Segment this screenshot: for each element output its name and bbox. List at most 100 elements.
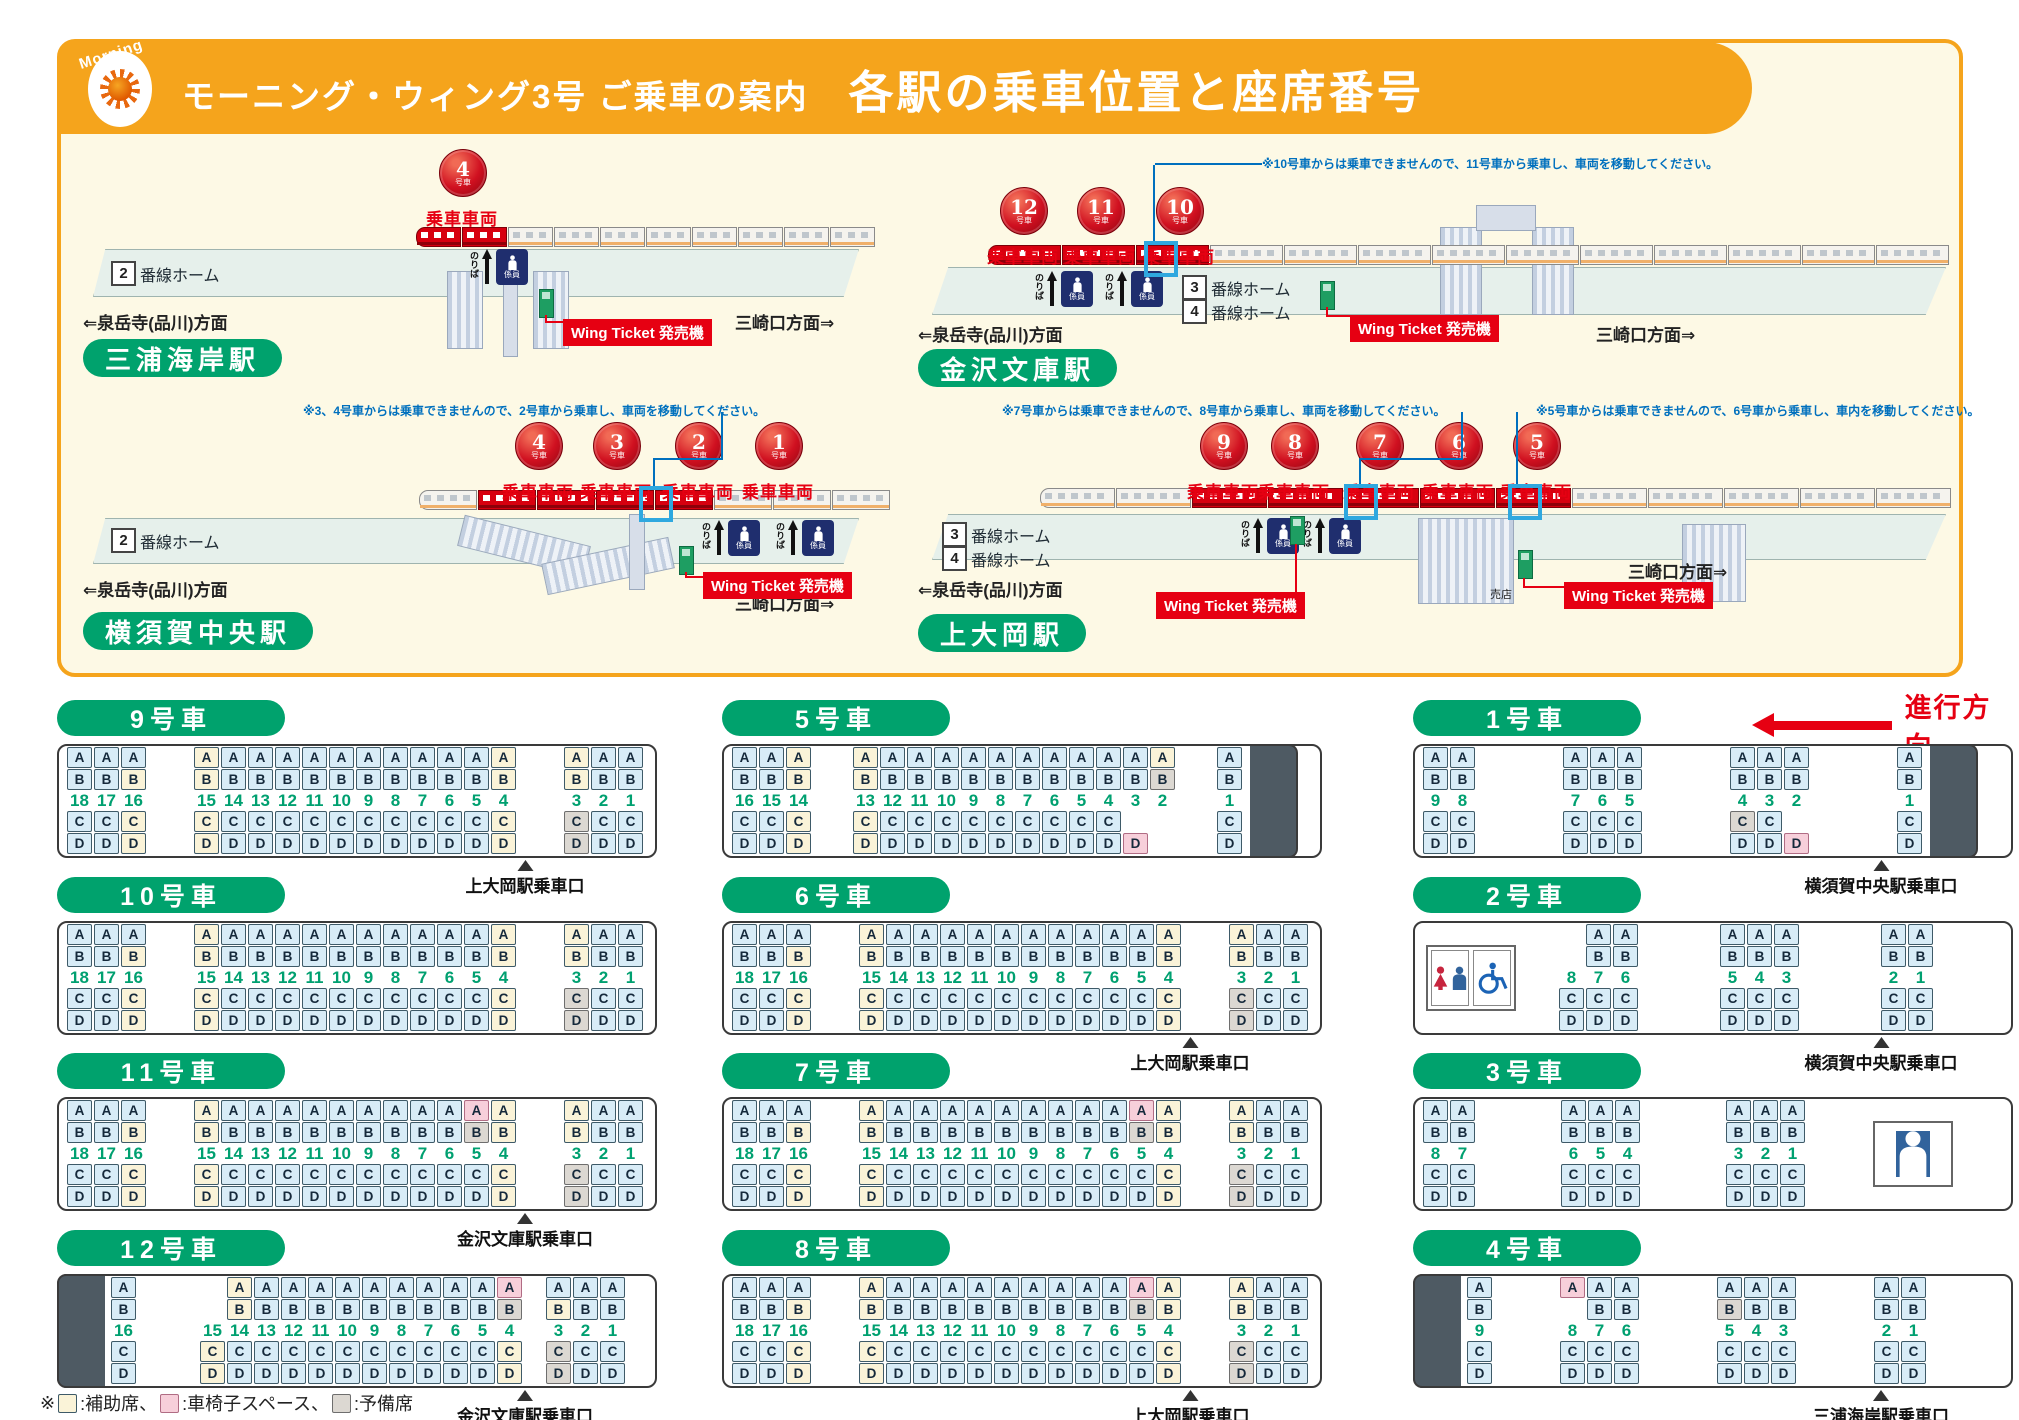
seat-auxiliary: B [1156,1122,1181,1143]
seat: D [1256,1363,1281,1384]
seat: D [437,833,462,854]
seat: A [94,1100,119,1121]
seat: A [786,1277,811,1298]
seat-reserve: C [564,1164,589,1185]
seat-row-number: 12 [278,791,297,810]
train-stripe [831,242,874,245]
seat-row-number: 14 [889,968,908,987]
seat: C [464,1164,489,1185]
platform-number: 3 [1182,275,1207,300]
seat-row-number: 2 [1888,968,1899,987]
noriba-label: のりば [701,522,711,549]
note-connector [653,458,655,486]
seat: A [281,1277,306,1298]
train-windows [1141,250,1204,256]
seat-row-number: 3 [1764,791,1775,810]
seat: B [1102,1299,1127,1320]
train-stripe [1433,260,1504,263]
seat: A [1586,924,1611,945]
legend-label: :予備席 [353,1394,413,1414]
train-windows [1511,250,1574,256]
seat-row-number: 10 [332,968,351,987]
seat: B [248,946,273,967]
seat-row-number: 11 [970,968,989,987]
seat: A [759,924,784,945]
badge-number: 7 [1373,429,1387,454]
seat-auxiliary: B [121,1122,146,1143]
seat: B [275,769,300,790]
seat: B [1423,769,1448,790]
seat-auxiliary: D [121,1010,146,1031]
badge-suffix: 号車 [1093,215,1109,225]
seat-auxiliary: D [786,1010,811,1031]
seat-auxiliary: A [564,747,589,768]
train-strip [416,227,876,247]
train-car [1210,245,1283,265]
seat: A [886,1277,911,1298]
seat: B [573,1299,598,1320]
train-stripe [1117,503,1190,506]
seat: B [248,769,273,790]
badge-number: 3 [610,429,624,454]
train-car [738,227,783,247]
seat-row-number: 13 [251,968,270,987]
direction-right-label: 三崎口方面⇒ [735,314,835,333]
seat-row-number: 8 [390,968,401,987]
seat-wheelchair-space: A [1560,1277,1585,1298]
seat: A [1615,1100,1640,1121]
seat: C [1021,1341,1046,1362]
seat: B [961,769,986,790]
direction-left-label: ⇐泉岳寺(品川)方面 [83,581,228,600]
seat: B [410,946,435,967]
seat: D [1021,1010,1046,1031]
seat-row-number: 2 [598,968,609,987]
seat: B [1720,946,1745,967]
seat: A [1256,1100,1281,1121]
train-car [1876,488,1951,508]
seat: C [1874,1341,1899,1362]
train-windows [1659,250,1722,256]
noriba-label: のりば [1302,520,1312,547]
seat-auxiliary: A [1229,1277,1254,1298]
train-windows [1653,493,1718,499]
seat-row-number: 18 [70,1144,89,1163]
door-gap [1477,1149,1561,1159]
seat: B [67,769,92,790]
seat: A [880,747,905,768]
seat: D [1590,833,1615,854]
seat: C [67,988,92,1009]
wing-ticket-label: Wing Ticket 発売機 [1564,582,1713,609]
